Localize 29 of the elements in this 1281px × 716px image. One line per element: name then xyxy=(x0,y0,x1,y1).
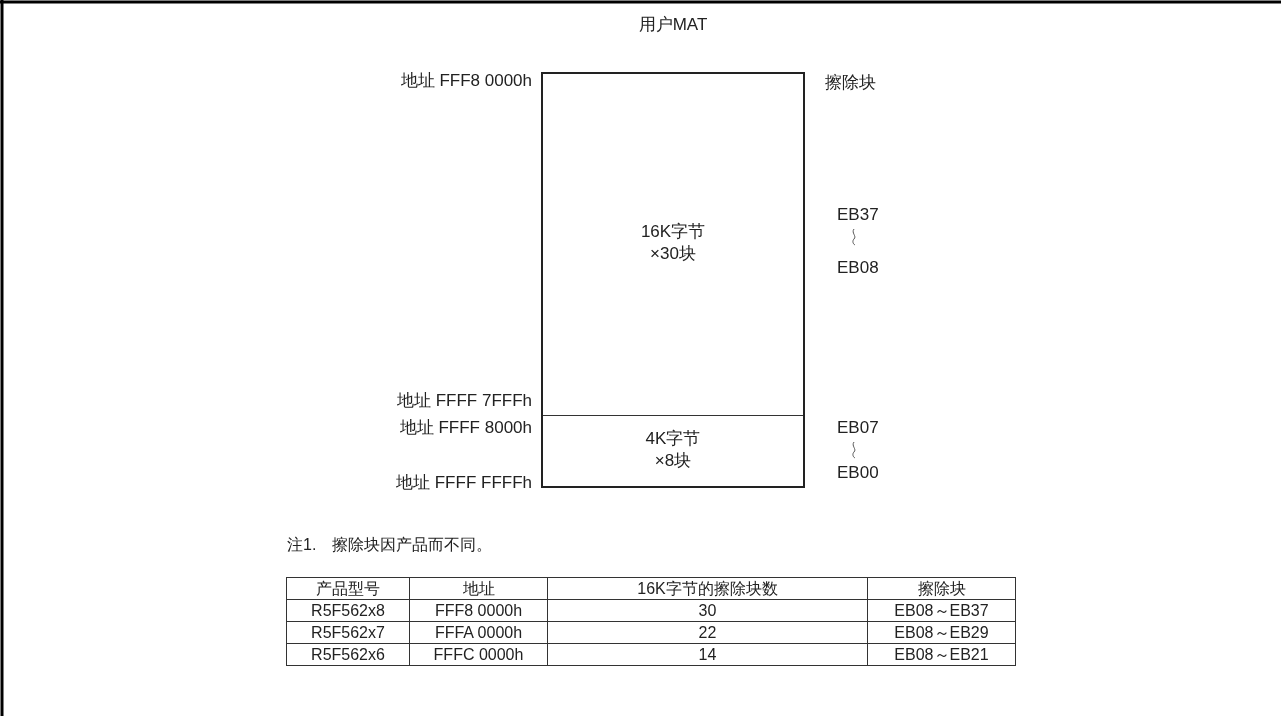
table-value: FFF8 0000h xyxy=(409,599,548,622)
address-label: 地址 FFFF 7FFFh xyxy=(396,391,532,411)
column-label: 擦除块 xyxy=(825,73,876,93)
table-value: FFFA 0000h xyxy=(409,621,548,644)
block-title: 用户MAT xyxy=(638,14,708,36)
region-label: 16K字节 ×30块 xyxy=(639,220,707,265)
table-value: R5F562x7 xyxy=(286,621,410,644)
table-value: R5F562x8 xyxy=(286,599,410,622)
column-header: 地址 xyxy=(409,577,548,600)
address-label: 地址 FFF8 0000h xyxy=(400,71,532,91)
note-text: 注1. 擦除块因产品而不同。 xyxy=(287,535,493,555)
table-value: 14 xyxy=(547,643,868,666)
column-header: 擦除块 xyxy=(867,577,1016,600)
column-header: 产品型号 xyxy=(286,577,410,600)
table-value: FFFC 0000h xyxy=(409,643,548,666)
table-value: EB08～EB37 xyxy=(867,599,1016,622)
address-label: 地址 FFFF 8000h xyxy=(399,418,532,438)
table-value: 30 xyxy=(547,599,868,622)
column-header: 16K字节的擦除块数 xyxy=(547,577,868,600)
block-number: EB08 xyxy=(837,258,879,278)
table-value: R5F562x6 xyxy=(286,643,410,666)
address-label: 地址 FFFF FFFFh xyxy=(396,473,532,493)
region-label: 4K字节 ×8块 xyxy=(644,427,702,472)
block-number: EB07 xyxy=(837,418,879,438)
table-value: 22 xyxy=(547,621,868,644)
table-value: EB08～EB29 xyxy=(867,621,1016,644)
block-number: EB37 xyxy=(837,205,879,225)
table-value: EB08～EB21 xyxy=(867,643,1016,666)
block-number: EB00 xyxy=(837,463,879,483)
